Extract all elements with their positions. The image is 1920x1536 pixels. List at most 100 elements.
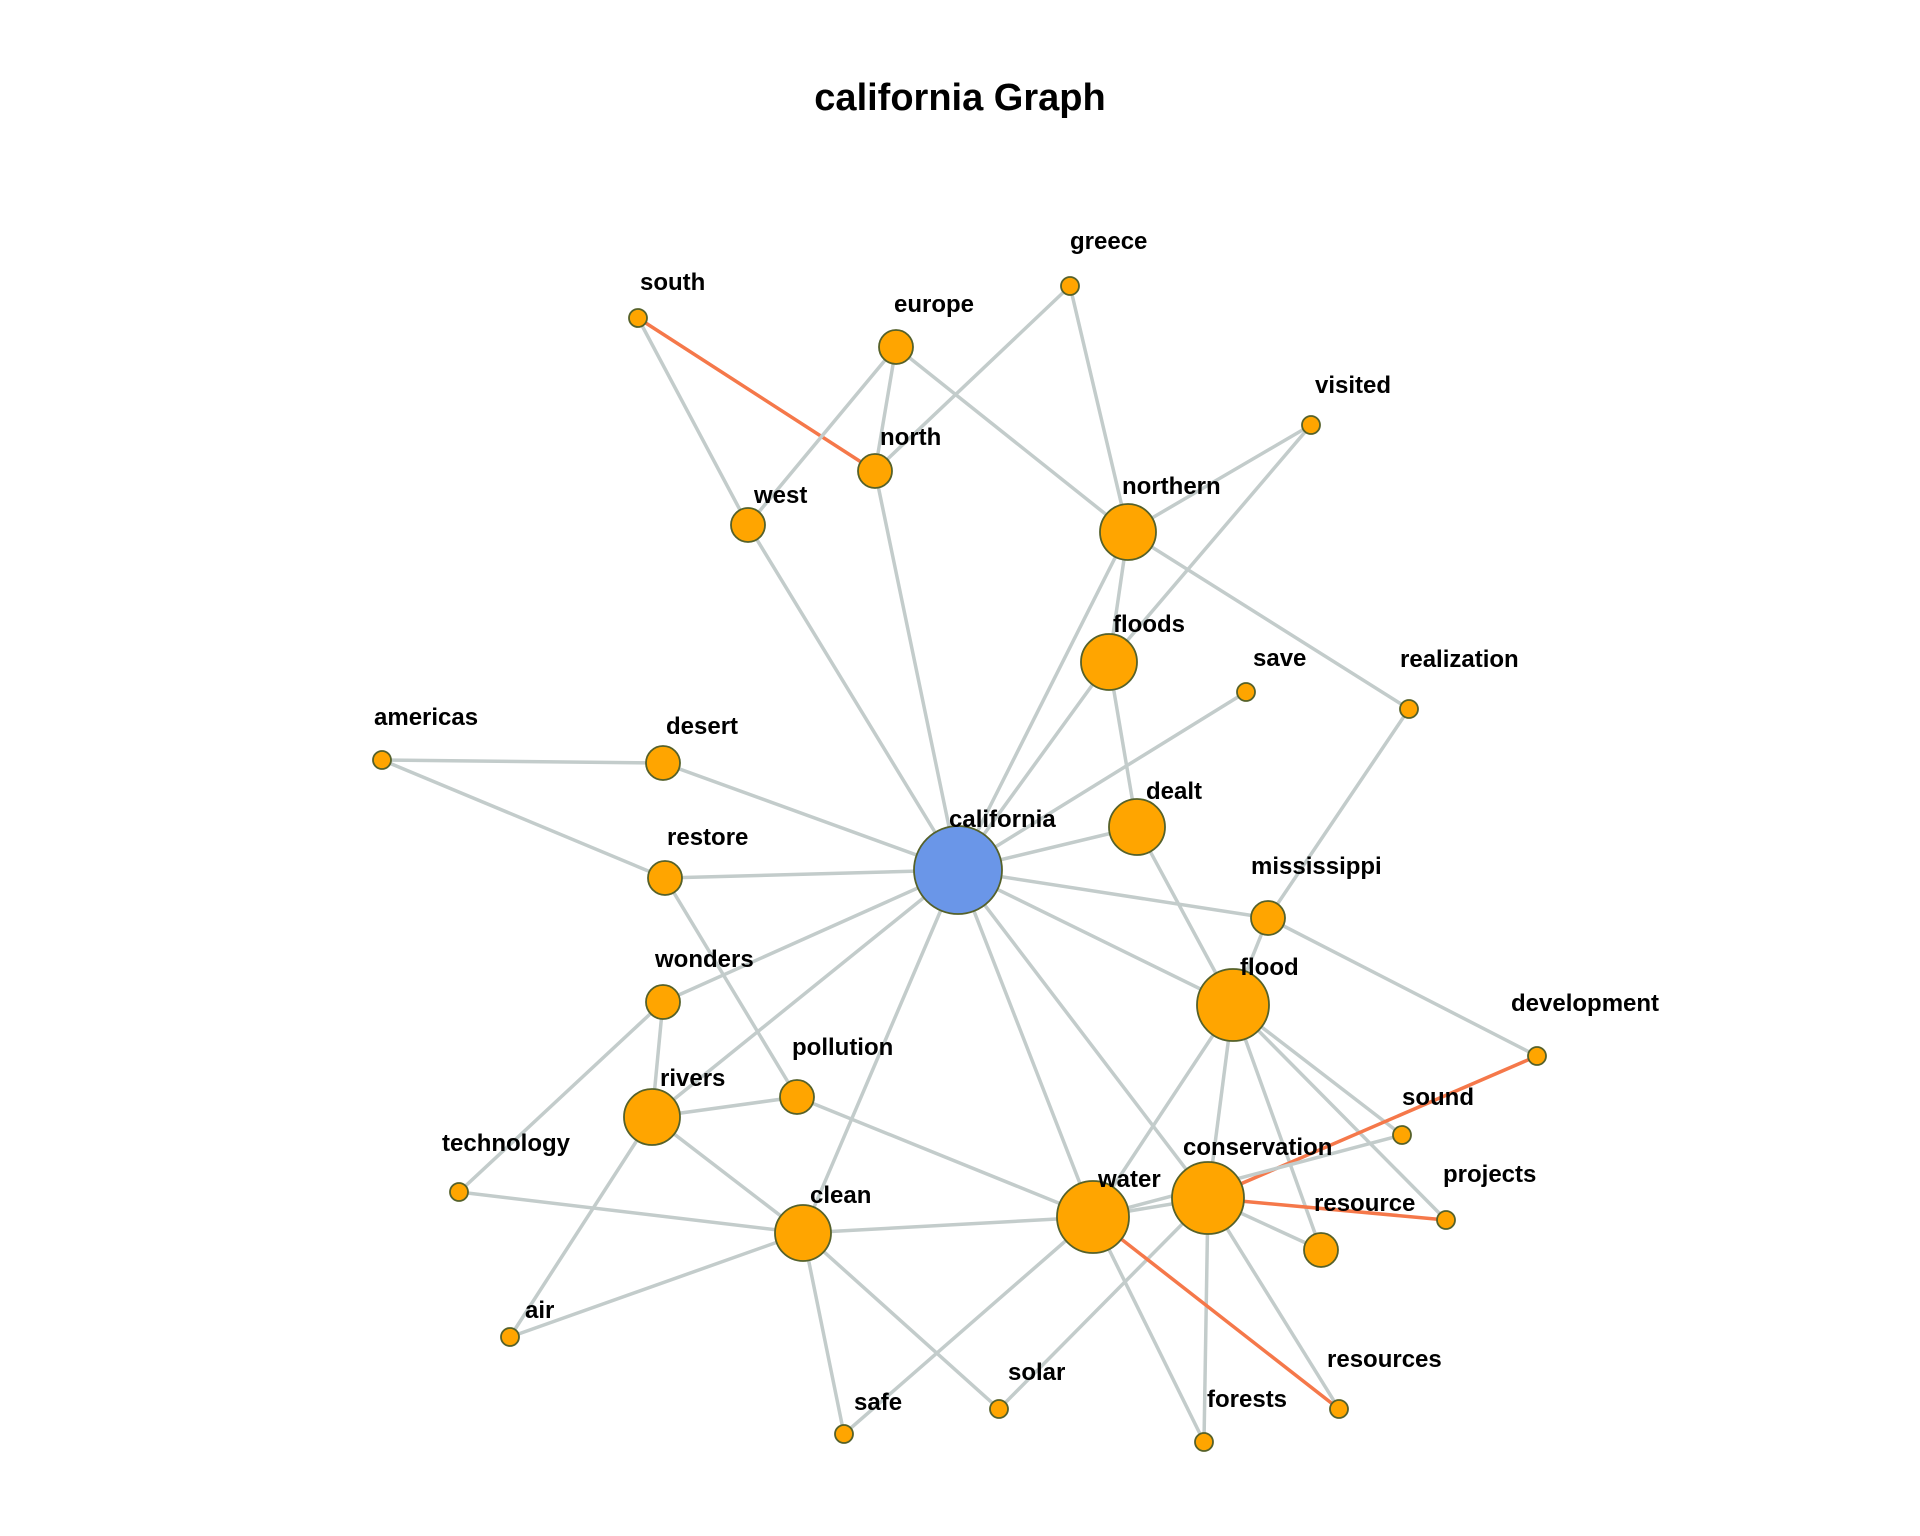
edge-greece-northern [1068, 285, 1130, 533]
node-layer: californiasoutheuropegreecevisitednorthw… [372, 228, 1659, 1452]
node-label-west: west [753, 482, 807, 509]
node-label-desert: desert [666, 713, 738, 740]
edge-conservation-forests [1202, 1197, 1210, 1443]
edge-california-water [956, 869, 1095, 1218]
edge-europe-west [746, 345, 898, 527]
node-floods [1080, 633, 1138, 691]
node-projects [1436, 1210, 1456, 1230]
node-label-pollution: pollution [792, 1034, 893, 1061]
node-label-sound: sound [1402, 1084, 1474, 1111]
edge-flood-resource [1231, 1004, 1323, 1251]
node-label-resources: resources [1327, 1346, 1442, 1373]
node-label-technology: technology [442, 1130, 571, 1157]
edge-pollution-water [796, 1095, 1094, 1219]
edge-water-safe [842, 1215, 1095, 1436]
edge-california-rivers [650, 868, 960, 1119]
node-flood [1196, 968, 1270, 1042]
node-restore [647, 860, 683, 896]
node-label-forests: forests [1207, 1386, 1287, 1413]
node-label-water: water [1097, 1166, 1161, 1193]
node-mississippi [1250, 900, 1286, 936]
node-label-resource: resource [1314, 1190, 1415, 1217]
edge-california-restore [664, 868, 959, 880]
node-label-floods: floods [1113, 611, 1185, 638]
edge-clean-solar [801, 1231, 1001, 1411]
edge-california-save [957, 690, 1247, 872]
node-label-greece: greece [1070, 228, 1147, 255]
edge-water-resources [1091, 1215, 1341, 1411]
node-sound [1392, 1125, 1412, 1145]
edge-clean-safe [801, 1232, 846, 1435]
node-label-solar: solar [1008, 1359, 1065, 1386]
edge-europe-north [873, 346, 898, 472]
edge-visited-floods [1107, 423, 1313, 664]
edge-california-west [746, 524, 960, 871]
edge-realization-mississippi [1266, 708, 1411, 919]
node-resource [1303, 1232, 1339, 1268]
node-label-north: north [880, 424, 941, 451]
edge-wonders-technology [457, 1000, 665, 1194]
node-label-south: south [640, 269, 705, 296]
node-rivers [623, 1088, 681, 1146]
edge-clean-air [509, 1231, 804, 1339]
edge-south-north [637, 316, 876, 473]
graph-title: california Graph [814, 77, 1105, 119]
edge-mississippi-development [1267, 916, 1538, 1058]
edge-rivers-clean [650, 1115, 805, 1235]
edge-sound-water [1092, 1133, 1403, 1219]
node-technology [449, 1182, 469, 1202]
edge-california-wonders [662, 868, 959, 1004]
edge-california-mississippi [957, 868, 1269, 920]
edge-americas-desert [381, 758, 664, 765]
node-greece [1060, 276, 1080, 296]
node-dealt [1108, 798, 1166, 856]
node-label-mississippi: mississippi [1251, 853, 1382, 880]
node-label-europe: europe [894, 291, 974, 318]
node-realization [1399, 699, 1419, 719]
node-clean [774, 1204, 832, 1262]
node-resources [1329, 1399, 1349, 1419]
node-label-dealt: dealt [1146, 778, 1202, 805]
edge-california-flood [957, 868, 1234, 1007]
node-europe [878, 329, 914, 365]
edge-california-northern [956, 531, 1130, 871]
node-label-visited: visited [1315, 372, 1391, 399]
edge-flood-water [1091, 1004, 1235, 1218]
edge-water-clean [802, 1215, 1094, 1235]
node-air [500, 1327, 520, 1347]
node-label-rivers: rivers [660, 1065, 725, 1092]
edge-california-clean [801, 869, 960, 1234]
node-california [913, 825, 1003, 915]
node-development [1527, 1046, 1547, 1066]
edge-california-desert [662, 761, 959, 872]
edge-greece-north [873, 284, 1072, 473]
edge-rivers-air [508, 1116, 654, 1338]
node-safe [834, 1424, 854, 1444]
edge-americas-restore [381, 758, 666, 880]
node-pollution [779, 1079, 815, 1115]
node-label-clean: clean [810, 1182, 871, 1209]
node-forests [1194, 1432, 1214, 1452]
edge-conservation-projects [1207, 1196, 1447, 1222]
edge-northern-realization [1127, 530, 1410, 711]
edge-visited-northern [1127, 423, 1312, 534]
node-label-restore: restore [667, 824, 748, 851]
node-south [628, 308, 648, 328]
edge-technology-clean [458, 1190, 804, 1235]
node-west [730, 507, 766, 543]
edge-california-north [873, 470, 960, 871]
node-desert [645, 745, 681, 781]
node-wonders [645, 984, 681, 1020]
edge-flood-projects [1231, 1003, 1448, 1222]
node-label-americas: americas [374, 704, 478, 731]
node-label-conservation: conservation [1183, 1134, 1332, 1161]
node-water [1056, 1180, 1130, 1254]
edge-water-forests [1091, 1216, 1206, 1443]
node-conservation [1171, 1161, 1245, 1235]
node-visited [1301, 415, 1321, 435]
node-label-projects: projects [1443, 1161, 1536, 1188]
node-northern [1099, 503, 1157, 561]
node-save [1236, 682, 1256, 702]
edge-conservation-solar [997, 1196, 1210, 1411]
